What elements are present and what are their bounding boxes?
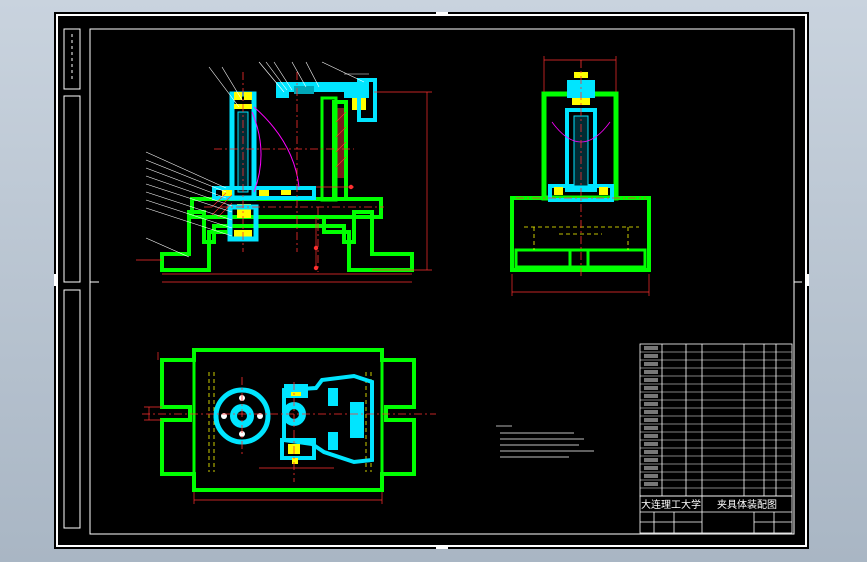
technical-notes — [496, 425, 594, 458]
side-dimensions — [511, 56, 650, 296]
parts-list-cell-mark — [644, 410, 658, 414]
side-view[interactable] — [510, 56, 651, 296]
binding-margin — [63, 28, 81, 529]
parts-list-cell-mark — [644, 346, 658, 350]
parts-list-cell-mark — [644, 474, 658, 478]
front-centerlines — [204, 72, 384, 272]
side-centerlines — [516, 60, 646, 277]
drawing-sheet[interactable]: 大连理工大学 夹具体装配图 — [54, 12, 809, 549]
title-block[interactable] — [639, 495, 793, 534]
front-top-arm — [276, 82, 369, 98]
parts-list-cell-mark — [644, 434, 658, 438]
front-dimensions — [136, 91, 432, 283]
parts-list[interactable] — [639, 343, 793, 497]
parts-list-cell-mark — [644, 362, 658, 366]
parts-list-rows — [640, 346, 792, 489]
parts-list-cell-mark — [644, 386, 658, 390]
parts-list-cell-mark — [644, 378, 658, 382]
school-name: 大连理工大学 — [641, 498, 701, 511]
cad-drawing-canvas[interactable]: 大连理工大学 夹具体装配图 — [54, 12, 809, 549]
front-view[interactable] — [136, 61, 432, 283]
front-right-post — [332, 100, 348, 201]
inner-frame — [89, 28, 795, 535]
parts-list-cell-mark — [644, 482, 658, 486]
parts-list-cell-mark — [644, 442, 658, 446]
parts-list-cell-mark — [644, 394, 658, 398]
front-base-outline — [160, 210, 414, 272]
parts-list-cell-mark — [644, 466, 658, 470]
side-hidden-lines — [524, 226, 639, 250]
drawing-title: 夹具体装配图 — [717, 498, 777, 511]
side-fasteners — [554, 72, 608, 195]
parts-list-cell-mark — [644, 426, 658, 430]
outer-frame — [56, 14, 807, 547]
frame-markers — [54, 12, 809, 549]
parts-list-cell-mark — [644, 418, 658, 422]
parts-list-cell-mark — [644, 370, 658, 374]
parts-list-cell-mark — [644, 450, 658, 454]
top-centerlines — [142, 377, 436, 482]
parts-list-cell-mark — [644, 354, 658, 358]
front-top-plate — [190, 197, 383, 219]
front-leader-lines — [145, 61, 369, 258]
parts-list-cell-mark — [644, 402, 658, 406]
parts-list-cell-mark — [644, 458, 658, 462]
top-dimensions — [144, 352, 383, 504]
top-clamp-arm — [282, 373, 374, 465]
top-view[interactable] — [142, 348, 436, 504]
